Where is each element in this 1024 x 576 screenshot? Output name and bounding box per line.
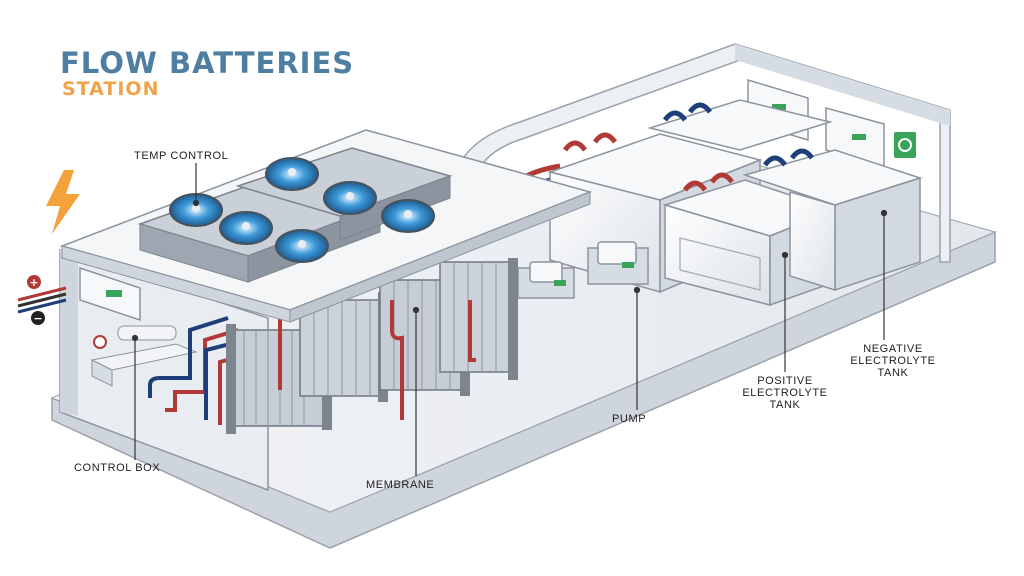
negative-terminal-icon [31,311,45,325]
leader-lines [131,163,888,476]
fan-2 [219,211,273,245]
electrolyte-tank-back-right [647,99,833,151]
label-temp-control: TEMP CONTROL [134,150,229,162]
fan-4 [265,157,319,191]
power-cables [17,286,67,314]
fan-3 [275,229,329,263]
fan-6 [381,199,435,233]
pump-left [517,261,575,299]
fan-5 [323,181,377,215]
label-control-box: CONTROL BOX [74,462,161,474]
label-membrane: MEMBRANE [366,479,435,491]
label-line: TANK [877,367,909,379]
membrane-stack-4 [439,258,518,380]
stack-pipes [278,300,476,420]
label-line: ELECTROLYTE [850,355,936,367]
label-negative-electrolyte-tank: NEGATIVE ELECTROLYTE TANK [830,343,956,379]
diagram-subtitle: STATION [62,78,160,100]
control-box [79,266,198,387]
label-line: NEGATIVE [863,343,923,355]
pump-right [587,241,649,293]
label-line: TANK [769,399,801,411]
label-pump: PUMP [612,413,647,425]
diagram-title: FLOW BATTERIES [60,46,355,80]
positive-terminal-icon [27,275,41,289]
negative-terminal-sign: − [33,312,42,325]
positive-terminal-sign: + [29,276,38,289]
lightning-bolt-icon [46,170,80,234]
label-line: ELECTROLYTE [742,387,828,399]
negative-electrolyte-tank [742,148,923,292]
recycle-sign [894,132,916,158]
label-positive-electrolyte-tank: POSITIVE ELECTROLYTE TANK [722,375,848,411]
label-line: POSITIVE [757,375,813,387]
